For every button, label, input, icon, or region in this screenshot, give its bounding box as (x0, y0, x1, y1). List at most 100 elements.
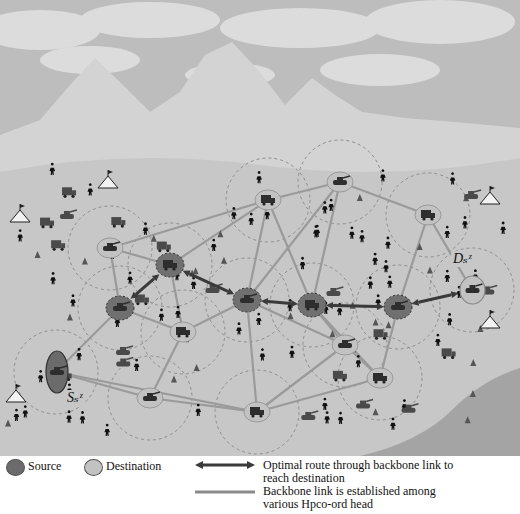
tree (5, 419, 11, 426)
backbone-link (257, 378, 380, 412)
soldier (338, 412, 344, 424)
tank-turret (117, 303, 123, 307)
wheel (71, 195, 74, 198)
wheel (41, 225, 44, 228)
tent (480, 316, 500, 328)
cluster-range (215, 370, 299, 454)
legend-sample (193, 459, 257, 473)
tank-turret (342, 340, 348, 344)
soldier (444, 226, 450, 238)
route-shaft (203, 464, 247, 467)
cluster-head (106, 296, 134, 320)
legend-text: Destination (106, 460, 186, 473)
head-vehicle (240, 294, 257, 303)
truck-cab (384, 332, 388, 337)
head-vehicle (391, 301, 408, 310)
cloud (320, 54, 440, 86)
route-head (377, 303, 384, 310)
soldier (300, 257, 306, 269)
legend-text: Source (28, 460, 88, 473)
head-vehicle (421, 210, 435, 221)
cluster-range (430, 248, 514, 332)
soldier (314, 225, 320, 237)
legend-swatch (6, 459, 25, 476)
cluster-head (137, 388, 163, 408)
soldier (289, 346, 295, 358)
route-head (183, 271, 191, 277)
truck-cab (343, 374, 347, 379)
soldier (80, 411, 86, 423)
tent-flag (108, 170, 113, 174)
truck-cab (431, 213, 435, 218)
cloud (80, 2, 220, 38)
route-head (412, 299, 420, 306)
soldier (50, 272, 56, 284)
tank-turret (360, 401, 366, 405)
soldier (447, 313, 453, 325)
soldier (328, 199, 334, 211)
wheel (158, 249, 161, 252)
backbone-link (247, 182, 340, 300)
tree (373, 408, 379, 415)
wheel (164, 267, 167, 270)
wheel (262, 202, 265, 205)
source-node: Sₛᶻ (45, 350, 69, 394)
tank-turret (406, 405, 412, 409)
soldier (159, 308, 165, 320)
truck-cab (72, 190, 76, 195)
route-head (291, 300, 298, 307)
backbone-link (56, 372, 257, 412)
head-vehicle (50, 366, 67, 375)
vehicle (356, 400, 373, 409)
cluster-range (386, 173, 470, 257)
tree (386, 321, 392, 328)
cluster-heads (97, 172, 441, 422)
truck-cab (145, 298, 149, 303)
wheel (61, 248, 64, 251)
wheel (451, 356, 454, 359)
tank-turret (54, 367, 60, 371)
vehicle (464, 190, 481, 199)
tank-turret (244, 295, 250, 299)
soldier (38, 370, 44, 382)
soldier (191, 277, 197, 289)
tent (480, 192, 500, 204)
legend-text: Backbone link is established among vario… (263, 485, 468, 510)
soldier (76, 348, 82, 360)
tank-turret (107, 243, 113, 247)
tent (10, 210, 30, 222)
tree (427, 266, 433, 273)
tank-gun (401, 301, 408, 303)
backbone-link (150, 332, 183, 398)
cluster-range (68, 206, 152, 290)
truck-cab (452, 351, 456, 356)
tank-gun (490, 285, 497, 287)
wheel (251, 414, 254, 417)
wheel (172, 267, 175, 270)
tree (465, 416, 471, 423)
head-vehicle (163, 260, 177, 271)
tank-gun (348, 339, 355, 341)
vehicle (111, 217, 125, 228)
soldier (349, 226, 355, 238)
soldier (359, 230, 365, 242)
soldier (231, 207, 237, 219)
cluster-head (367, 368, 393, 388)
backbone-link (247, 300, 257, 412)
truck-body (62, 187, 72, 195)
tank-gun (123, 302, 130, 304)
route-head (451, 291, 459, 298)
soldier (390, 418, 396, 430)
tree (470, 359, 476, 366)
tree (221, 257, 227, 264)
soldier (260, 348, 266, 360)
truck-cab (383, 376, 387, 381)
backbone-link (170, 200, 268, 265)
tree (373, 319, 379, 326)
soldier (500, 222, 506, 234)
sea (360, 368, 520, 456)
cluster-head (233, 288, 261, 312)
route-head (226, 288, 234, 294)
backbone-link (247, 300, 345, 345)
wheel (121, 224, 124, 227)
